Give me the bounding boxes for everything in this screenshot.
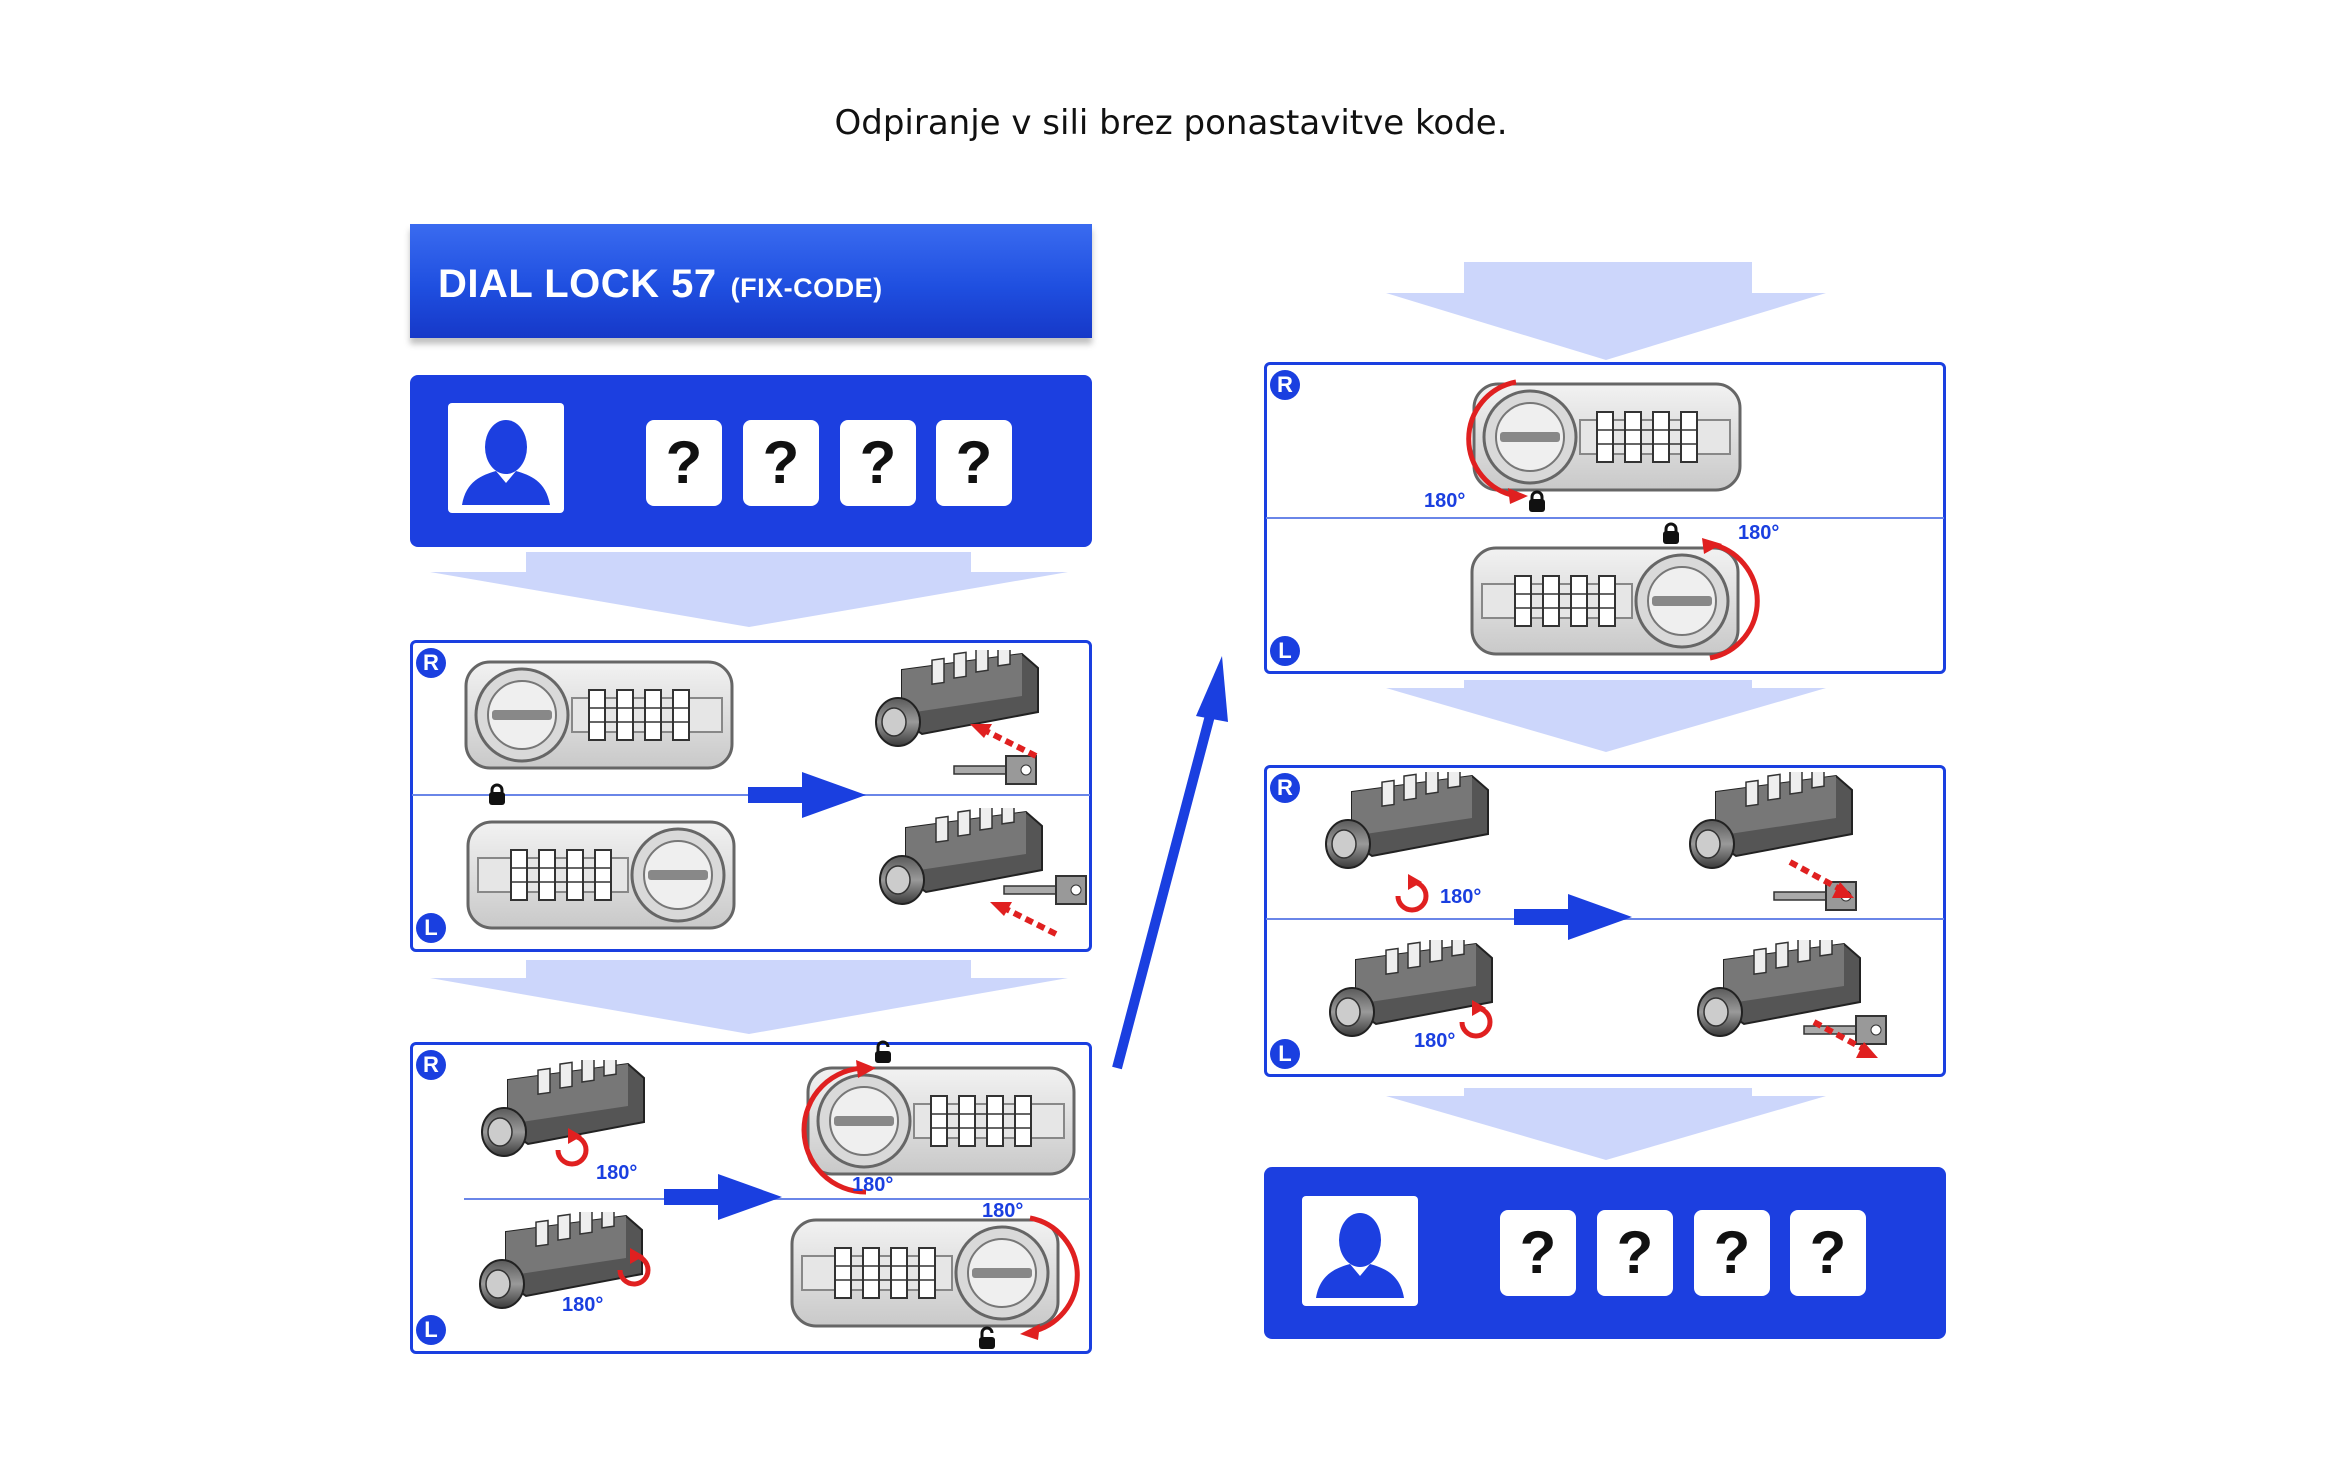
lock-side-view-right — [1312, 772, 1492, 882]
code-digit: ? — [840, 420, 916, 506]
product-subtitle: (FIX-CODE) — [730, 273, 883, 303]
next-step-arrow — [748, 772, 866, 818]
insert-direction-arrow — [990, 902, 1058, 937]
down-arrow — [1386, 680, 1826, 752]
down-arrow — [1386, 262, 1826, 360]
rotate-arrow-icon — [1020, 1215, 1080, 1340]
user-tile — [1302, 1196, 1418, 1306]
panel-divider — [1266, 517, 1944, 519]
rotation-angle-label: 180° — [596, 1162, 638, 1184]
side-badge-right: R — [1270, 773, 1300, 803]
product-title: DIAL LOCK 57 — [438, 262, 717, 306]
rotation-angle-label: 180° — [982, 1200, 1024, 1222]
code-digit: ? — [646, 420, 722, 506]
rotation-angle-label: 180° — [852, 1174, 894, 1196]
code-digit: ? — [1597, 1210, 1673, 1296]
padlock-closed-icon — [1663, 522, 1679, 544]
down-arrow — [1386, 1088, 1826, 1160]
dial-lock-left-illustration — [466, 820, 736, 930]
code-digit: ? — [1694, 1210, 1770, 1296]
user-silhouette-icon — [462, 420, 550, 505]
product-banner: DIAL LOCK 57 (FIX-CODE) — [410, 224, 1092, 338]
side-badge-left: L — [416, 1315, 446, 1345]
next-step-arrow — [664, 1174, 782, 1220]
user-tile — [448, 403, 564, 513]
rotate-arrow-icon — [1702, 538, 1760, 661]
rotation-angle-label: 180° — [1738, 522, 1780, 544]
next-step-arrow — [1514, 894, 1632, 940]
side-badge-left: L — [416, 913, 446, 943]
code-digit: ? — [1500, 1210, 1576, 1296]
rotate-arrow-icon — [1459, 1000, 1493, 1039]
code-digit: ? — [936, 420, 1012, 506]
rotate-arrow-icon — [617, 1248, 651, 1287]
user-silhouette-icon — [1316, 1213, 1404, 1298]
side-badge-right: R — [416, 1050, 446, 1080]
side-badge-right: R — [1270, 370, 1300, 400]
down-arrow — [430, 960, 1068, 1034]
rotate-arrow-icon — [1395, 874, 1429, 913]
panel-divider — [464, 1198, 1090, 1200]
rotation-angle-label: 180° — [1424, 490, 1466, 512]
dial-lock-right-illustration — [464, 660, 734, 770]
rotate-arrow-icon — [1466, 379, 1528, 504]
rotate-arrow-icon — [555, 1128, 589, 1167]
side-badge-left: L — [1270, 1039, 1300, 1069]
side-badge-right: R — [416, 648, 446, 678]
rotate-arrow-icon — [801, 1060, 876, 1195]
down-arrow — [430, 552, 1068, 627]
rotation-angle-label: 180° — [1414, 1030, 1456, 1052]
code-digit: ? — [1790, 1210, 1866, 1296]
rotation-angle-label: 180° — [1440, 886, 1482, 908]
padlock-closed-icon — [1529, 490, 1545, 512]
page-title: Odpiranje v sili brez ponastavitve kode. — [834, 103, 1508, 143]
insert-direction-arrow — [970, 724, 1038, 759]
padlock-open-icon — [875, 1040, 891, 1063]
padlock-closed-icon — [489, 783, 505, 805]
remove-direction-arrow — [1812, 1019, 1878, 1058]
side-badge-left: L — [1270, 636, 1300, 666]
code-entry-box-bottom: ? ? ? ? — [1264, 1167, 1946, 1339]
code-digit: ? — [743, 420, 819, 506]
rotation-angle-label: 180° — [562, 1294, 604, 1316]
diagonal-flow-arrow — [1112, 656, 1228, 1070]
padlock-open-icon — [979, 1326, 995, 1349]
remove-direction-arrow — [1788, 859, 1854, 898]
code-entry-box-top: ? ? ? ? — [410, 375, 1092, 547]
